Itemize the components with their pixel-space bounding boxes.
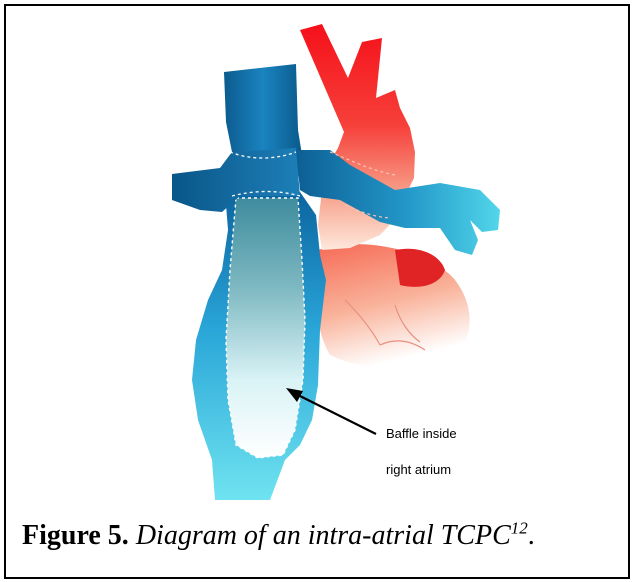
caption-reference: 12 xyxy=(511,519,528,538)
caption-end: . xyxy=(528,520,535,551)
ventricle-shape xyxy=(315,244,470,369)
caption-label: Figure 5. xyxy=(22,520,129,551)
figure-caption: Figure 5. Diagram of an intra-atrial TCP… xyxy=(22,520,535,552)
baffle-shape xyxy=(226,198,305,458)
annotation-label-line2: right atrium xyxy=(386,462,451,477)
annotation-label-line1: Baffle inside xyxy=(386,426,457,441)
caption-text: Diagram of an intra-atrial TCPC xyxy=(136,520,511,551)
